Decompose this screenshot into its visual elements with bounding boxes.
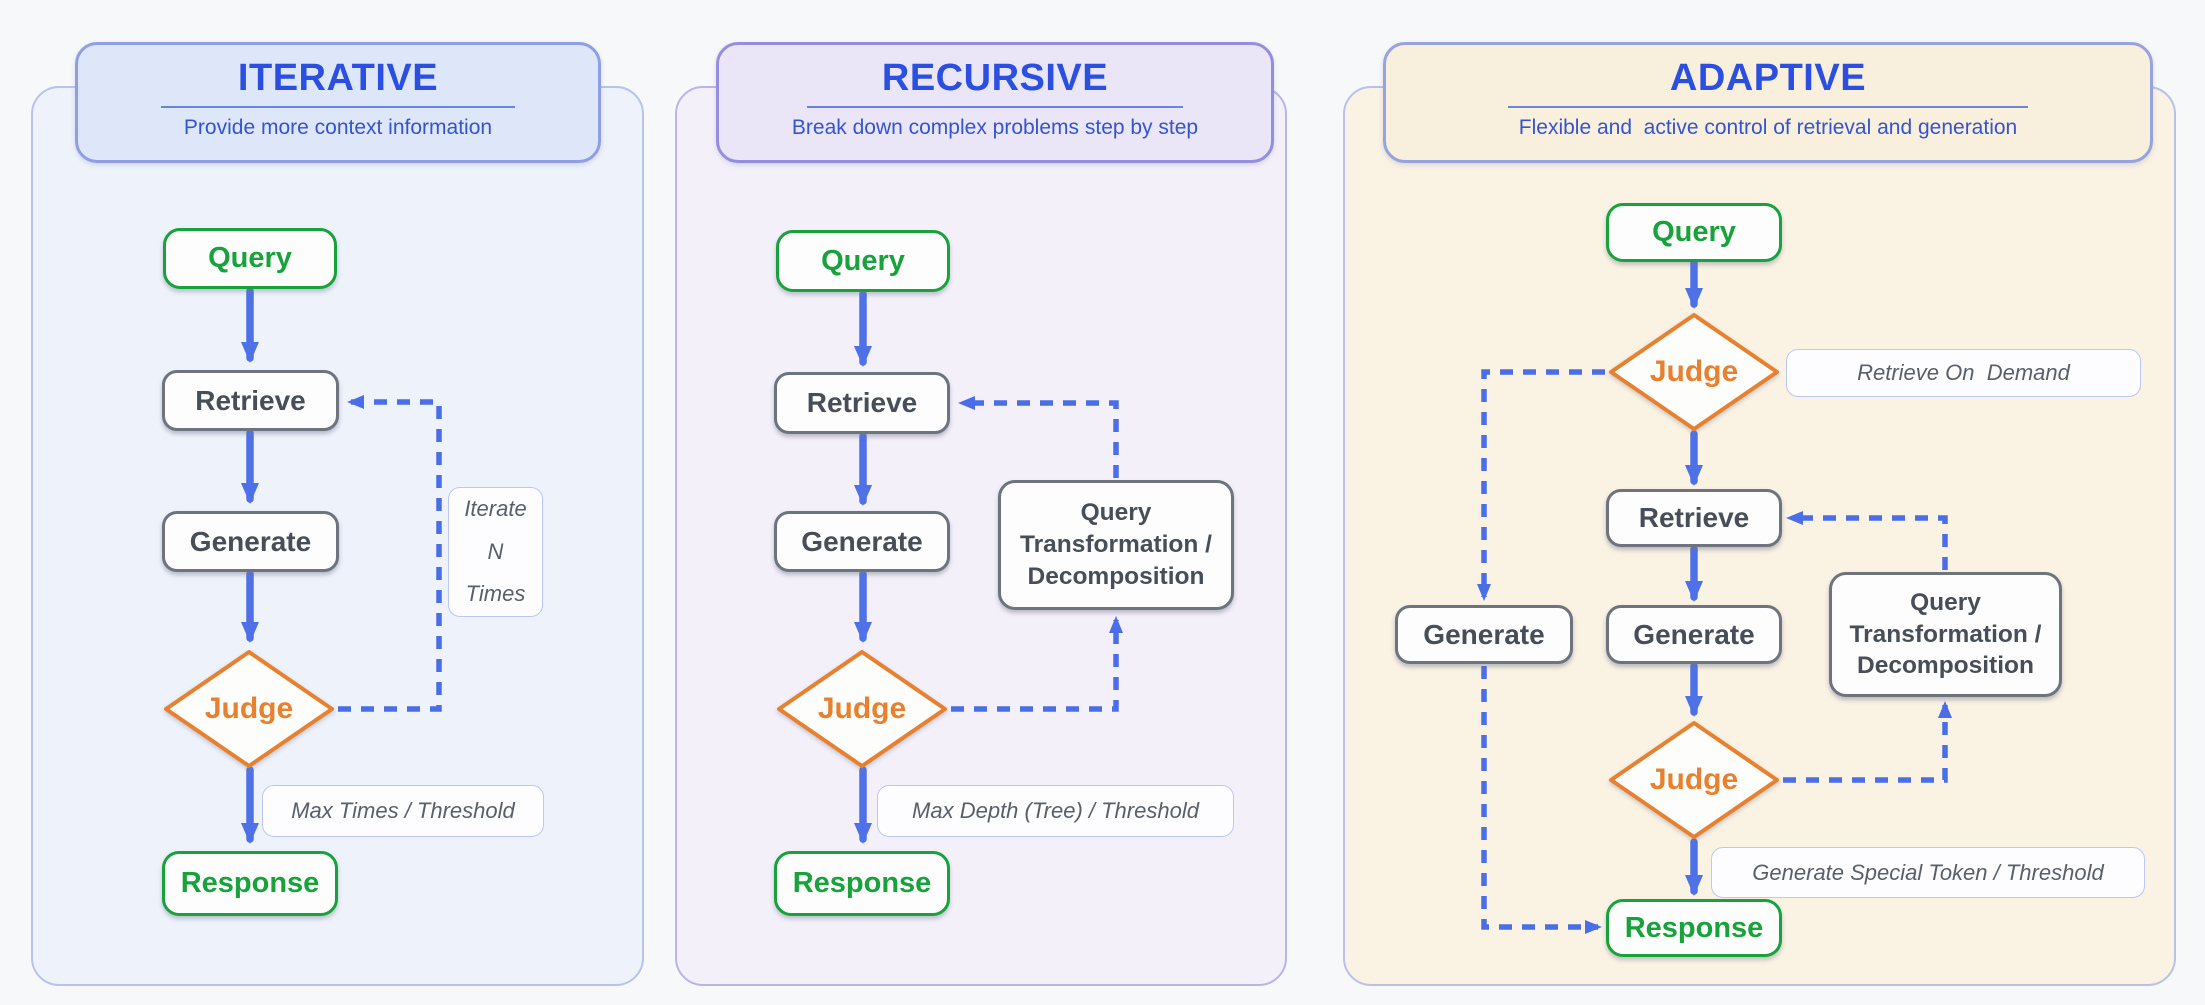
judge-label: Judge (1649, 763, 1739, 796)
retrieve-label: Retrieve (195, 384, 306, 416)
retrieve-label: Retrieve (1638, 502, 1750, 533)
generate-label: Generate (801, 525, 923, 557)
panel-subtitle: Provide more context information (183, 116, 493, 139)
query-label: Query (208, 242, 292, 274)
generate-node: Generate (162, 511, 339, 572)
generate-label: Generate (189, 525, 312, 557)
retrieve-label: Retrieve (806, 387, 918, 418)
panel-header-adaptive: ADAPTIVE Flexible and active control of … (1383, 42, 2153, 163)
query-node: Query (163, 228, 337, 289)
iterate-n-times-label: Iterate N Times (448, 487, 543, 617)
judge-top-decision: Judge (1607, 312, 1781, 432)
judge-label: Judge (817, 692, 907, 725)
query-transformation-text: Query Transformation / Decomposition (1020, 499, 1212, 590)
flow-arrows (1477, 258, 1952, 934)
generate-label: Generate (1633, 618, 1755, 650)
max-times-threshold-label: Max Times / Threshold (262, 785, 544, 837)
retrieve-node: Retrieve (162, 370, 339, 431)
max-depth-threshold-text: Max Depth (Tree) / Threshold (912, 798, 1199, 823)
generate-special-token-label: Generate Special Token / Threshold (1711, 847, 2145, 898)
judge-bottom-decision: Judge (1607, 720, 1781, 840)
title-underline (1508, 106, 2028, 108)
judge-label: Judge (1649, 355, 1739, 388)
panel-title: RECURSIVE (881, 57, 1109, 99)
generate-left-node: Generate (1395, 605, 1573, 664)
judge-decision: Judge (775, 649, 949, 769)
query-label: Query (1652, 216, 1736, 248)
panel-subtitle: Break down complex problems step by step (791, 116, 1199, 139)
panel-subtitle: Flexible and active control of retrieval… (1518, 116, 2018, 139)
query-node: Query (776, 230, 950, 292)
response-node: Response (774, 851, 950, 916)
diamond-shape (777, 650, 947, 768)
query-transformation-box: Query Transformation / Decomposition (1829, 572, 2062, 697)
panel-title: ITERATIVE (237, 57, 439, 99)
iterate-n-times-text: Iterate N Times (464, 495, 527, 607)
flow-arrows (854, 290, 1123, 844)
retrieve-node: Retrieve (774, 372, 950, 434)
retrieve-on-demand-label: Retrieve On Demand (1786, 349, 2141, 397)
generate-special-token-text: Generate Special Token / Threshold (1752, 859, 2104, 885)
panel-adaptive: ADAPTIVE Flexible and active control of … (1343, 42, 2176, 986)
response-node: Response (1606, 899, 1782, 957)
query-node: Query (1606, 203, 1782, 262)
generate-node: Generate (774, 511, 950, 572)
title-underline (161, 106, 515, 108)
judge-decision: Judge (162, 649, 336, 769)
panel-iterative: ITERATIVE Provide more context informati… (31, 42, 644, 986)
retrieve-on-demand-text: Retrieve On Demand (1857, 360, 2070, 385)
generate-node: Generate (1606, 605, 1782, 664)
retrieve-node: Retrieve (1606, 489, 1782, 547)
diamond-shape (1609, 313, 1779, 431)
response-label: Response (180, 867, 320, 899)
query-transformation-box: Query Transformation / Decomposition (998, 480, 1234, 610)
panel-header-recursive: RECURSIVE Break down complex problems st… (716, 42, 1274, 163)
diamond-shape (164, 650, 334, 768)
query-label: Query (821, 244, 905, 277)
panel-recursive: RECURSIVE Break down complex problems st… (675, 42, 1287, 986)
response-node: Response (162, 851, 338, 916)
generate-label: Generate (1423, 618, 1545, 650)
panel-header-iterative: ITERATIVE Provide more context informati… (75, 42, 601, 163)
diamond-shape (1609, 721, 1779, 839)
title-underline (807, 106, 1183, 108)
judge-label: Judge (204, 692, 294, 725)
max-times-threshold-text: Max Times / Threshold (291, 798, 515, 823)
max-depth-threshold-label: Max Depth (Tree) / Threshold (877, 785, 1234, 837)
panel-title: ADAPTIVE (1669, 57, 1867, 99)
flow-arrows (241, 287, 442, 844)
query-transformation-text: Query Transformation / Decomposition (1849, 588, 2042, 680)
response-label: Response (792, 867, 932, 899)
response-label: Response (1624, 911, 1764, 944)
